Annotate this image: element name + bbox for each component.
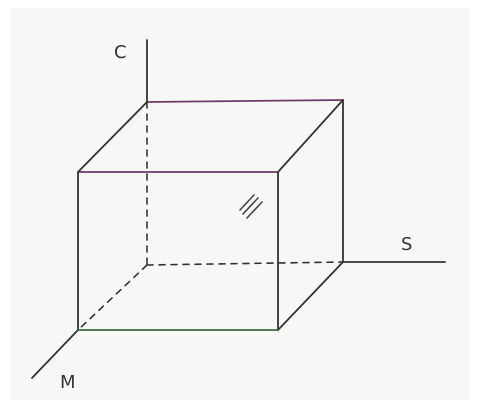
axis-m-line: [31, 329, 79, 379]
axis-s-label: S: [401, 234, 412, 255]
paper-background: [10, 8, 470, 400]
hatch-mark: [239, 194, 263, 219]
cube-bottom-right-depth-edge: [277, 261, 344, 331]
axis-m-label: M: [60, 372, 76, 393]
cube-hidden-depth-edge: [77, 264, 148, 331]
cube-hidden-bottom-edge: [146, 261, 344, 266]
cube-top-right-depth-edge: [277, 99, 344, 173]
cube-back-top-edge: [146, 99, 344, 103]
axis-c-label: C: [114, 42, 127, 63]
cube-top-left-depth-edge: [77, 101, 148, 173]
